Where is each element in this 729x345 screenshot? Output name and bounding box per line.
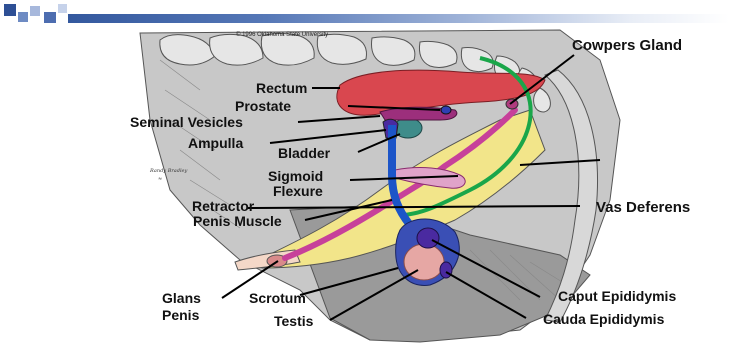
artist-signature: Randy Bradley	[149, 168, 187, 174]
prostate-shape	[441, 106, 451, 114]
label-caput-epididymis: Caput Epididymis	[558, 288, 676, 304]
copyright-text: © 1996 Oklahoma State University	[236, 31, 328, 38]
label-retractor: Retractor	[192, 198, 255, 214]
label-seminal-vesicles: Seminal Vesicles	[130, 114, 243, 130]
caput-epididymis-shape	[417, 228, 439, 248]
label-cauda-epididymis: Cauda Epididymis	[543, 311, 665, 327]
label-vas-deferens: Vas Deferens	[596, 199, 690, 216]
label-rectum: Rectum	[256, 80, 307, 96]
label-flexure: Flexure	[273, 183, 323, 199]
label-bladder: Bladder	[278, 145, 331, 161]
label-sigmoid: Sigmoid	[268, 168, 323, 184]
label-glans: Glans	[162, 290, 201, 306]
label-cowpers-gland: Cowpers Gland	[572, 37, 682, 54]
label-ampulla: Ampulla	[188, 135, 243, 151]
cauda-epididymis-shape	[440, 262, 452, 278]
artist-signature-mark: ≈	[158, 176, 162, 182]
label-penis: Penis	[162, 307, 200, 323]
label-scrotum: Scrotum	[249, 290, 306, 306]
label-penis-muscle: Penis Muscle	[193, 213, 282, 229]
label-prostate: Prostate	[235, 98, 291, 114]
label-testis: Testis	[274, 313, 314, 329]
